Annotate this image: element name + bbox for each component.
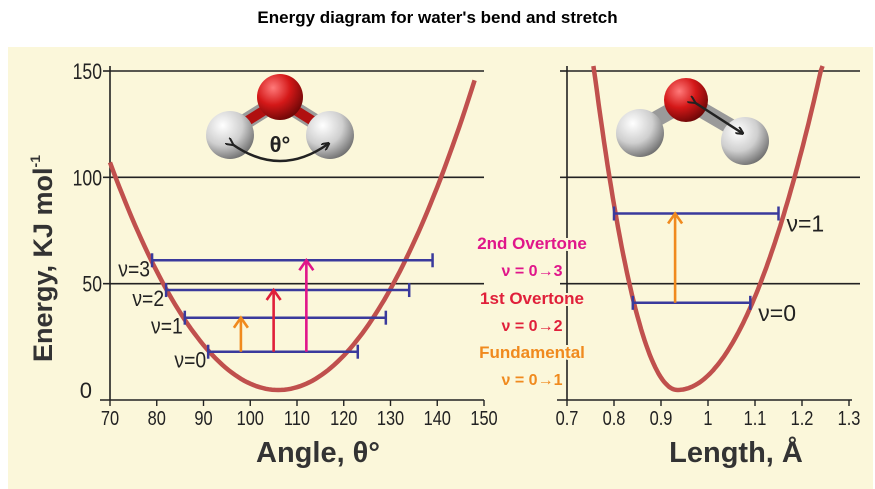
bend-level-label: ν=3: [118, 257, 150, 281]
stretch-potential-curve: [591, 65, 825, 393]
y-tick-label: 50: [82, 273, 102, 297]
chart-labels: 150 100 50 0 70 80 90 100 110 120 130 140 150 0.7 0.8 0…: [27, 60, 860, 469]
stretch-x-tick-label: 0.9: [650, 406, 673, 429]
potential-curves: [107, 65, 825, 393]
stretch-transition-arrowhead-icon: [667, 211, 684, 225]
stretch-x-tick-label: 1.2: [791, 406, 814, 429]
transition-annotation: ν = 0→1: [502, 372, 563, 389]
y-axis-title: Energy, KJ mol-1: [27, 155, 58, 362]
axes: [100, 66, 852, 406]
bend-x-tick-label: 100: [237, 406, 264, 429]
y-tick-label: 0: [80, 378, 92, 403]
transition-annotation: ν = 0→2: [502, 318, 563, 335]
y-axis-title-superscript: -1: [27, 155, 43, 168]
transition-annotation: ν = 0→3: [502, 263, 563, 280]
y-tick-label: 100: [73, 167, 102, 191]
stretch-level-label: ν=1: [787, 210, 825, 236]
bend-x-tick-label: 70: [101, 406, 119, 429]
energy-levels: [150, 206, 780, 359]
stretch-molecule-illustration: [616, 78, 769, 165]
bend-x-tick-label: 150: [470, 406, 497, 429]
bend-x-tick-label: 110: [284, 406, 310, 429]
stretch-x-tick-label: 1.3: [838, 406, 861, 429]
bend-transition-arrowhead-icon: [265, 287, 282, 301]
hydrogen-atom-left-icon: [616, 109, 664, 157]
stretch-x-axis-title: Length, Å: [669, 436, 803, 469]
bend-transition-arrowhead-icon: [298, 258, 315, 272]
transition-annotation: 1st Overtone: [480, 289, 584, 308]
stretch-x-tick-label: 1: [703, 406, 712, 429]
stretch-level-label: ν=0: [758, 300, 796, 326]
bend-transition-arrowhead-icon: [232, 315, 249, 329]
bend-potential-curve: [107, 79, 477, 393]
oxygen-atom-icon: [257, 74, 303, 120]
transition-annotation: Fundamental: [479, 343, 585, 362]
stretch-arrow-icon: [694, 102, 742, 133]
bend-x-tick-label: 120: [330, 406, 357, 429]
oxygen-atom-icon: [664, 78, 708, 122]
bend-level-label: ν=1: [151, 315, 183, 339]
bend-level-label: ν=0: [174, 349, 206, 373]
figure-title: Energy diagram for water's bend and stre…: [257, 8, 618, 27]
y-axis-title-text: Energy, KJ mol: [28, 167, 58, 362]
bend-molecule-illustration: θ°: [206, 74, 354, 163]
bend-x-tick-label: 80: [148, 406, 166, 429]
transition-annotation: 2nd Overtone: [477, 234, 587, 253]
bend-x-tick-label: 130: [377, 406, 404, 429]
bend-angle-label: θ°: [270, 132, 291, 157]
grid-lines: [110, 70, 860, 285]
stretch-x-tick-label: 0.8: [603, 406, 626, 429]
bend-angle-arrow-icon: [232, 144, 328, 163]
stretch-x-tick-label: 1.1: [744, 406, 767, 429]
stretch-x-tick-label: 0.7: [556, 406, 579, 429]
bend-x-axis-title: Angle, θ°: [256, 437, 380, 469]
y-tick-label: 150: [73, 60, 102, 84]
bend-x-tick-label: 90: [194, 406, 212, 429]
transition-arrows: [232, 211, 684, 352]
bend-level-label: ν=2: [132, 287, 164, 311]
bend-x-tick-label: 140: [424, 406, 451, 429]
